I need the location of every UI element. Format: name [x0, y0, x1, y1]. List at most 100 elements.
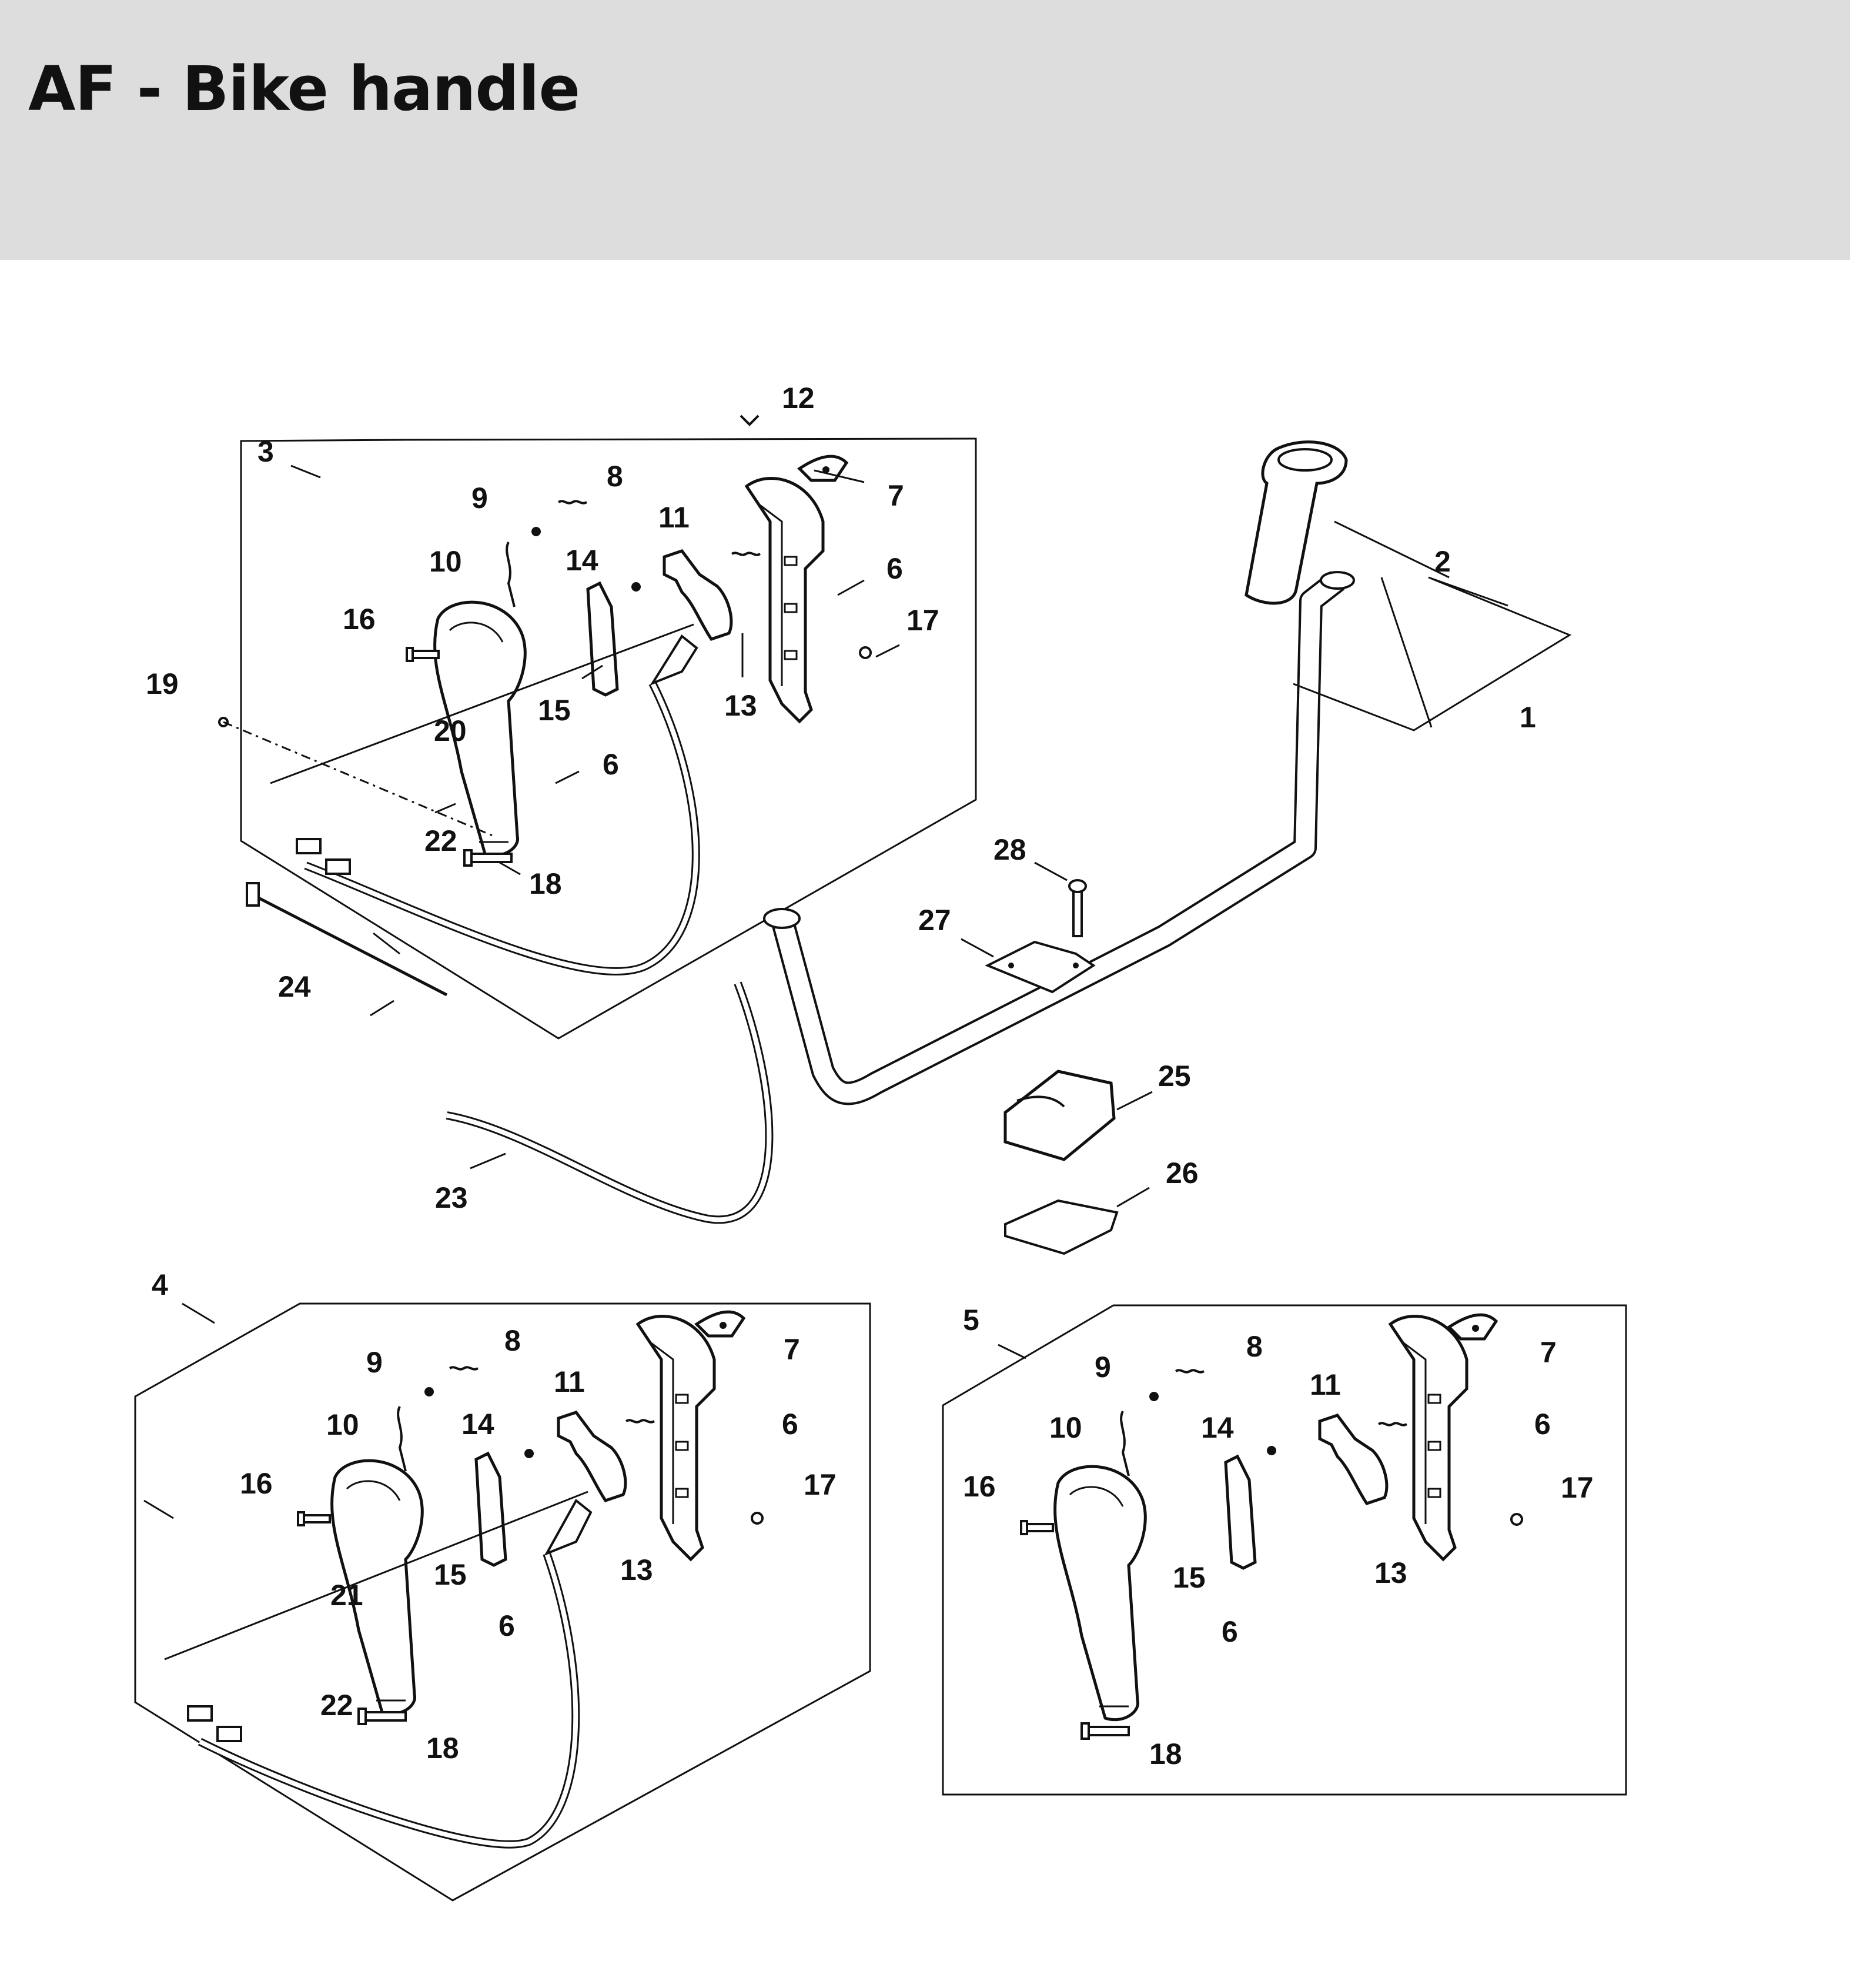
- part-label: 20: [434, 714, 467, 747]
- nut-part-17: [859, 646, 872, 659]
- part-label: 4: [152, 1268, 168, 1301]
- nut-part-17: [751, 1512, 764, 1525]
- part-label: 7: [784, 1333, 800, 1366]
- header-bar: AF - Bike handle: [0, 0, 1850, 260]
- part-label: 9: [1095, 1351, 1111, 1384]
- screw-part-9: [531, 527, 541, 536]
- housing-part-6: [638, 1317, 714, 1560]
- clamp-part-26: [1004, 1199, 1119, 1255]
- cap-part-7: [697, 1312, 744, 1336]
- part-label: 26: [1166, 1157, 1199, 1190]
- part-label: 2: [1434, 545, 1451, 578]
- wire-part-21: [164, 1491, 588, 1660]
- lever-part-15: [588, 583, 617, 695]
- part-labels: 1 2 3 4 5 6 6 6 6 6 6 7 7 7 8 8 8 9 9 9 …: [146, 382, 1594, 1770]
- screw-part-16: [1020, 1520, 1054, 1535]
- assembly-5-outline: [942, 1304, 1627, 1796]
- part-label: 16: [343, 603, 376, 636]
- spring-part-11: [1377, 1422, 1408, 1426]
- part-label: 18: [426, 1732, 459, 1765]
- grip-part-2: [1245, 440, 1348, 605]
- part-label: 9: [471, 482, 488, 514]
- bike-bar: [763, 440, 1355, 1105]
- screw-part-9: [1149, 1392, 1159, 1401]
- diagram-svg: 1 2 3 4 5 6 6 6 6 6 6 7 7 7 8 8 8 9 9 9 …: [134, 382, 1627, 1902]
- part-label: 13: [1374, 1556, 1407, 1589]
- clip-part-8: [449, 1366, 479, 1371]
- part-label: 15: [434, 1558, 467, 1591]
- part-label: 14: [461, 1408, 494, 1441]
- part-label: 6: [499, 1609, 515, 1642]
- part-label: 6: [886, 552, 903, 585]
- housing-part-6: [747, 479, 823, 722]
- spring-part-11: [731, 552, 761, 556]
- part-label: 14: [566, 544, 598, 577]
- part-label: 17: [906, 604, 939, 637]
- part-label: 28: [993, 833, 1026, 866]
- wire-part-10: [1120, 1410, 1130, 1477]
- part-label: 10: [429, 545, 462, 578]
- screw-part-16: [297, 1511, 331, 1526]
- leader-lines: [143, 465, 1572, 1519]
- part-label: 5: [963, 1304, 979, 1337]
- wire-part-10: [397, 1405, 407, 1472]
- part-label: 8: [607, 460, 623, 493]
- screw-part-18: [1080, 1722, 1130, 1740]
- part-label: 15: [1173, 1561, 1206, 1594]
- part-label: 17: [804, 1468, 837, 1501]
- cap-part-7: [1449, 1315, 1496, 1339]
- part-label: 13: [620, 1553, 653, 1586]
- clamp-part-25: [1003, 1070, 1116, 1161]
- lever-part-15: [476, 1454, 506, 1565]
- part-label: 14: [1201, 1411, 1234, 1444]
- part-label: 1: [1520, 701, 1536, 734]
- assembly-4-parts: [164, 1312, 764, 1849]
- part-label: 6: [782, 1408, 798, 1441]
- nut-part-17: [1510, 1513, 1523, 1526]
- clamp-part-27: [985, 940, 1096, 994]
- handle-part-6: [1055, 1466, 1146, 1720]
- part-label: 21: [330, 1579, 363, 1612]
- part-label: 22: [424, 824, 457, 857]
- part-label: 7: [888, 479, 904, 512]
- trigger-part-13: [558, 1412, 625, 1501]
- screw-part-16: [406, 647, 440, 662]
- cable-part-23: [446, 981, 774, 1224]
- screw-part-28: [1068, 879, 1087, 937]
- housing-part-6: [1390, 1317, 1467, 1560]
- parts-diagram: 1 2 3 4 5 6 6 6 6 6 6 7 7 7 8 8 8 9 9 9 …: [0, 260, 1850, 1985]
- part-label: 11: [554, 1365, 585, 1398]
- part-label: 10: [326, 1408, 359, 1441]
- part-label: 11: [1310, 1368, 1341, 1401]
- screw-part-14: [631, 582, 641, 592]
- assembly-3-outline: [240, 437, 977, 1040]
- part-label: 7: [1540, 1336, 1557, 1369]
- part-label: 10: [1049, 1411, 1082, 1444]
- part-label: 8: [504, 1324, 521, 1357]
- part-label: 6: [1534, 1408, 1551, 1441]
- part-label: 13: [724, 689, 757, 722]
- part-label: 16: [240, 1467, 273, 1500]
- part-label: 18: [1149, 1738, 1182, 1770]
- clip-part-8: [1175, 1369, 1205, 1374]
- part-label: 22: [320, 1689, 353, 1722]
- part-label: 8: [1246, 1330, 1263, 1363]
- wire-part-10: [506, 541, 516, 608]
- part-label: 11: [658, 501, 690, 534]
- screw-part-9: [424, 1387, 434, 1396]
- screw-part-14: [524, 1449, 534, 1458]
- part-label: 19: [146, 667, 179, 700]
- screw-part-14: [1267, 1446, 1276, 1455]
- part-label: 6: [1222, 1615, 1238, 1648]
- clip-part-12: [740, 415, 760, 426]
- part-label: 17: [1561, 1471, 1594, 1504]
- wire-part-20: [270, 623, 694, 784]
- assembly-5-parts: [1020, 1315, 1523, 1740]
- tie-part-24: [252, 893, 448, 997]
- part-label: 25: [1158, 1060, 1191, 1092]
- lever-part-15: [1226, 1456, 1255, 1568]
- part-label: 18: [529, 867, 562, 900]
- spring-part-11: [625, 1419, 655, 1424]
- trigger-part-13: [664, 551, 731, 639]
- part-label: 12: [782, 382, 815, 415]
